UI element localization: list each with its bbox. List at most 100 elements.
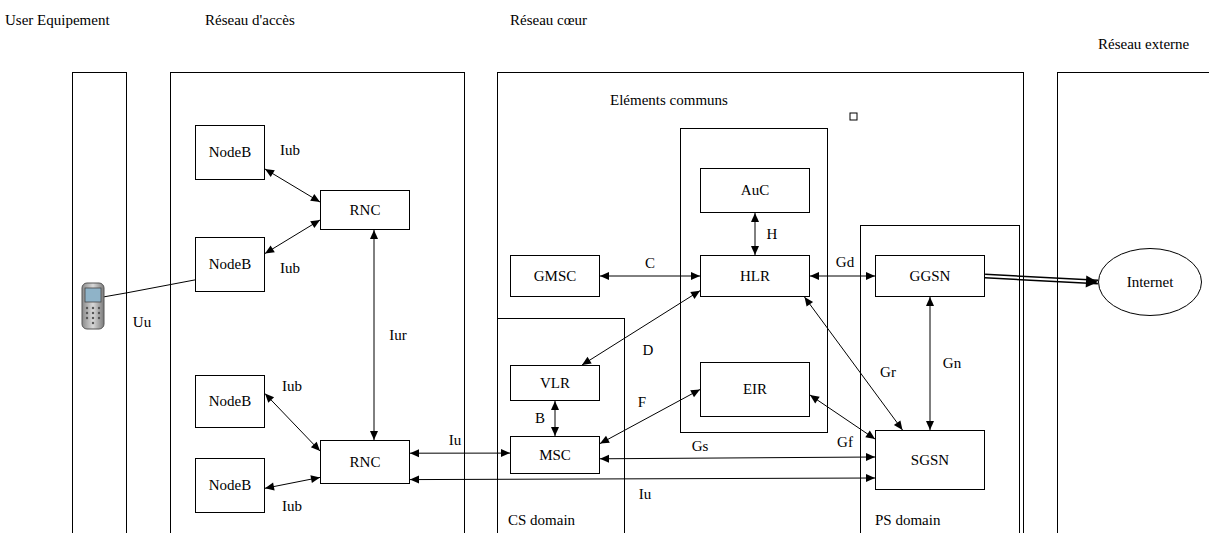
connector-line xyxy=(265,394,320,451)
arrowhead xyxy=(410,476,419,484)
arrowhead xyxy=(265,483,275,491)
box-label: NodeB xyxy=(209,144,252,161)
interface-label: D xyxy=(641,342,656,359)
arrowhead xyxy=(551,401,559,410)
node-box: AuC xyxy=(700,168,810,213)
interface-label: C xyxy=(643,255,657,272)
connector-line xyxy=(265,169,320,202)
connector-line xyxy=(805,297,903,430)
arrowhead xyxy=(690,291,700,299)
node-box: HLR xyxy=(700,255,810,297)
connector-line xyxy=(582,291,700,365)
air-link-line xyxy=(103,293,127,297)
connector xyxy=(265,220,320,254)
arrowhead xyxy=(265,394,274,403)
arrowhead xyxy=(810,395,820,403)
connector-line xyxy=(600,276,700,277)
connector xyxy=(410,474,875,484)
box-label: Internet xyxy=(1127,274,1174,291)
cloud-ellipse: Internet xyxy=(1098,248,1202,316)
arrowhead xyxy=(265,169,275,177)
phone-screen xyxy=(85,288,101,302)
domain-box: CS domainVLRMSC xyxy=(497,318,625,533)
connector-line xyxy=(374,230,375,440)
arrowhead xyxy=(310,194,320,202)
box-label: NodeB xyxy=(209,393,252,410)
interface-label: Gs xyxy=(690,438,711,455)
arrowhead xyxy=(311,442,320,451)
node-box: NodeB xyxy=(195,458,265,513)
connector-line xyxy=(410,478,875,480)
connector xyxy=(265,169,320,202)
arrowhead xyxy=(865,431,875,439)
arrowhead xyxy=(501,449,510,457)
box-label: RNC xyxy=(350,202,381,219)
network-band: User Equipement xyxy=(72,72,127,533)
interface-label: Iu xyxy=(637,486,654,503)
arrowhead xyxy=(926,297,934,306)
interface-label: Iub xyxy=(280,498,304,515)
interface-label: Iur xyxy=(387,327,409,344)
network-region: Réseau externeInternet xyxy=(1057,72,1209,533)
box-label: GGSN xyxy=(910,268,951,285)
node-box: RNC xyxy=(320,440,410,484)
connector-line xyxy=(600,457,875,459)
arrowhead xyxy=(751,246,759,255)
node-box: VLR xyxy=(510,365,600,401)
interface-label: Iu xyxy=(447,432,464,449)
arrowhead xyxy=(805,297,814,307)
connector xyxy=(551,401,559,436)
node-box: NodeB xyxy=(195,125,265,180)
connector xyxy=(582,291,700,365)
arrowhead xyxy=(370,431,378,440)
interface-label: B xyxy=(533,410,547,427)
arrowhead xyxy=(600,272,609,280)
double-line-inner xyxy=(985,276,1098,282)
interface-label: F xyxy=(636,394,648,411)
connector xyxy=(127,280,195,293)
arrowhead xyxy=(310,475,320,483)
connector xyxy=(985,275,1098,287)
region-heading: Réseau d'accès xyxy=(205,12,295,29)
group-box: Eléments communsAuCHLREIR xyxy=(680,128,828,433)
interface-label: Iub xyxy=(278,142,302,159)
interface-label: Iub xyxy=(278,260,302,277)
interface-label: H xyxy=(765,226,780,243)
connector-line xyxy=(930,297,931,430)
connector xyxy=(600,272,700,280)
region-heading: Réseau cœur xyxy=(510,12,587,29)
connector xyxy=(600,453,875,463)
box-label: HLR xyxy=(740,268,770,285)
double-line-outer xyxy=(985,276,1098,282)
node-box: GMSC xyxy=(510,255,600,297)
arrowhead xyxy=(265,245,275,253)
box-label: NodeB xyxy=(209,256,252,273)
arrowhead xyxy=(866,272,875,280)
box-label: EIR xyxy=(743,381,767,398)
arrowhead xyxy=(370,230,378,239)
node-box: NodeB xyxy=(195,237,265,292)
region-heading: User Equipement xyxy=(5,12,110,29)
connector-line xyxy=(600,390,700,444)
connector xyxy=(751,213,759,255)
interface-label: Iub xyxy=(280,378,304,395)
box-label: VLR xyxy=(540,375,570,392)
box-label: GMSC xyxy=(534,268,577,285)
connector xyxy=(370,230,378,440)
arrowhead xyxy=(551,427,559,436)
network-region: Réseau cœurEléments communsAuCHLREIRGMSC… xyxy=(497,72,1024,533)
node-box: RNC xyxy=(320,190,410,230)
connector-line xyxy=(265,220,320,254)
node-box: MSC xyxy=(510,436,600,474)
box-label: SGSN xyxy=(911,452,949,469)
connector xyxy=(265,475,320,490)
interface-label: Gf xyxy=(835,434,855,451)
box-label: AuC xyxy=(741,182,769,199)
arrowhead xyxy=(582,357,592,365)
small-square xyxy=(850,113,857,120)
region-heading: Réseau externe xyxy=(1098,36,1189,53)
region-heading: PS domain xyxy=(875,512,940,529)
connector xyxy=(265,394,320,451)
